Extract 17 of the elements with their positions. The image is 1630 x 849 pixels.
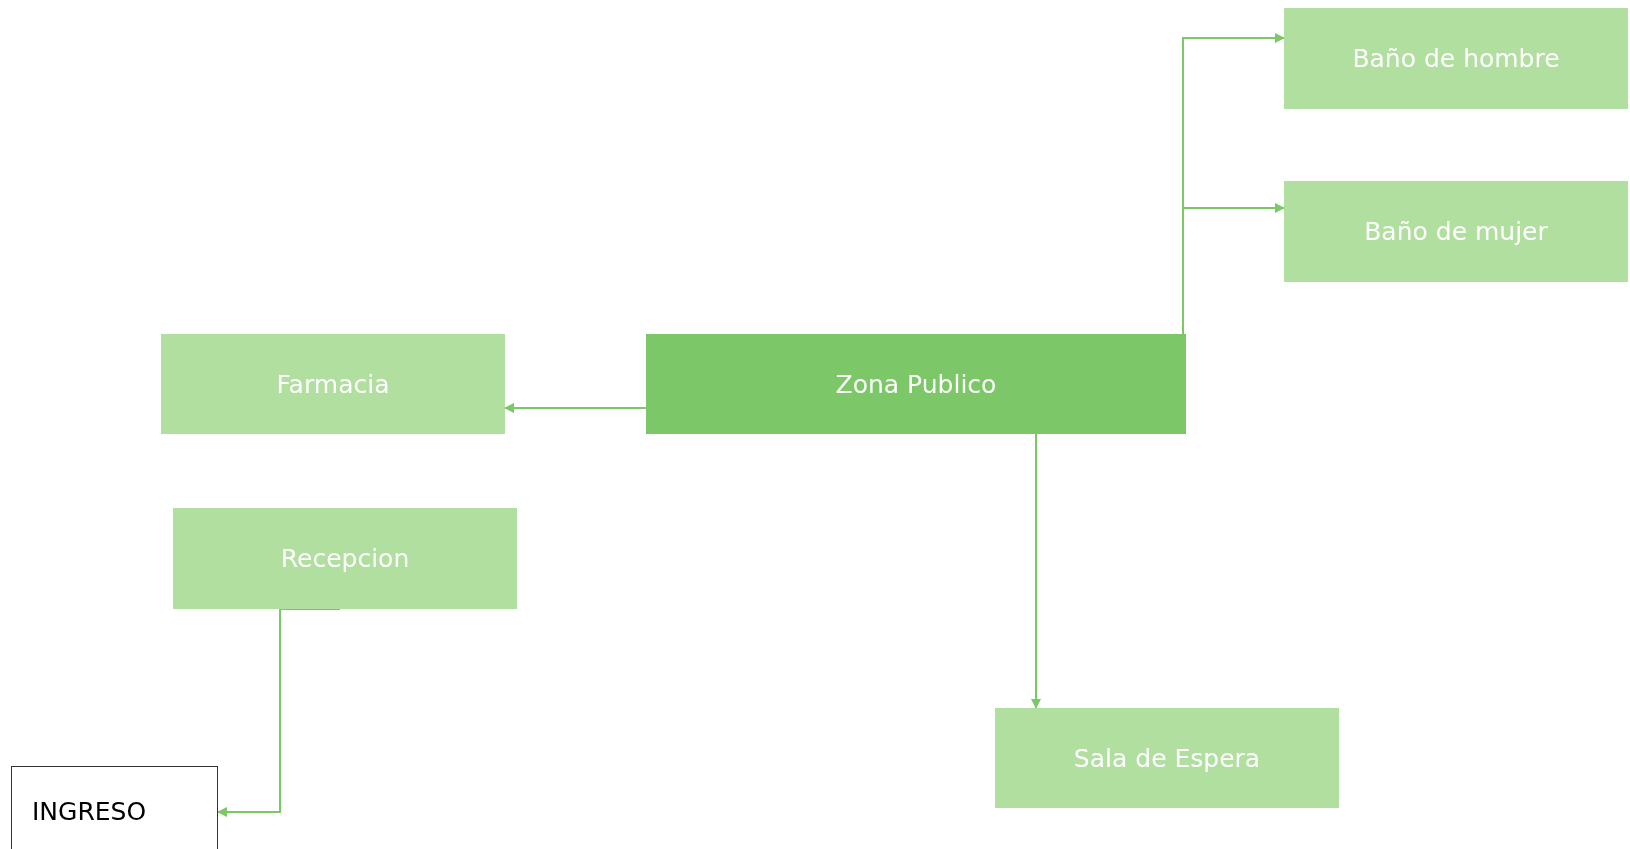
arrow <box>504 403 647 413</box>
box-label: Baño de mujer <box>1364 217 1548 246</box>
process-box <box>173 508 517 609</box>
box-label: Farmacia <box>276 369 390 399</box>
box-label: Baño de hombre <box>1352 44 1560 73</box>
arrow <box>1031 433 1041 709</box>
process-box <box>995 708 1339 808</box>
process-box <box>646 334 1186 434</box>
process-box <box>161 334 505 434</box>
box-label: INGRESO <box>32 796 147 826</box>
process-box <box>1284 181 1628 282</box>
process-box <box>11 766 218 849</box>
process-box <box>1284 8 1628 109</box>
arrow <box>1182 203 1285 335</box>
box-label: Zona Publico <box>835 369 997 399</box>
box-label: Sala de Espera <box>1073 743 1261 773</box>
box-label: Recepcion <box>280 544 410 573</box>
